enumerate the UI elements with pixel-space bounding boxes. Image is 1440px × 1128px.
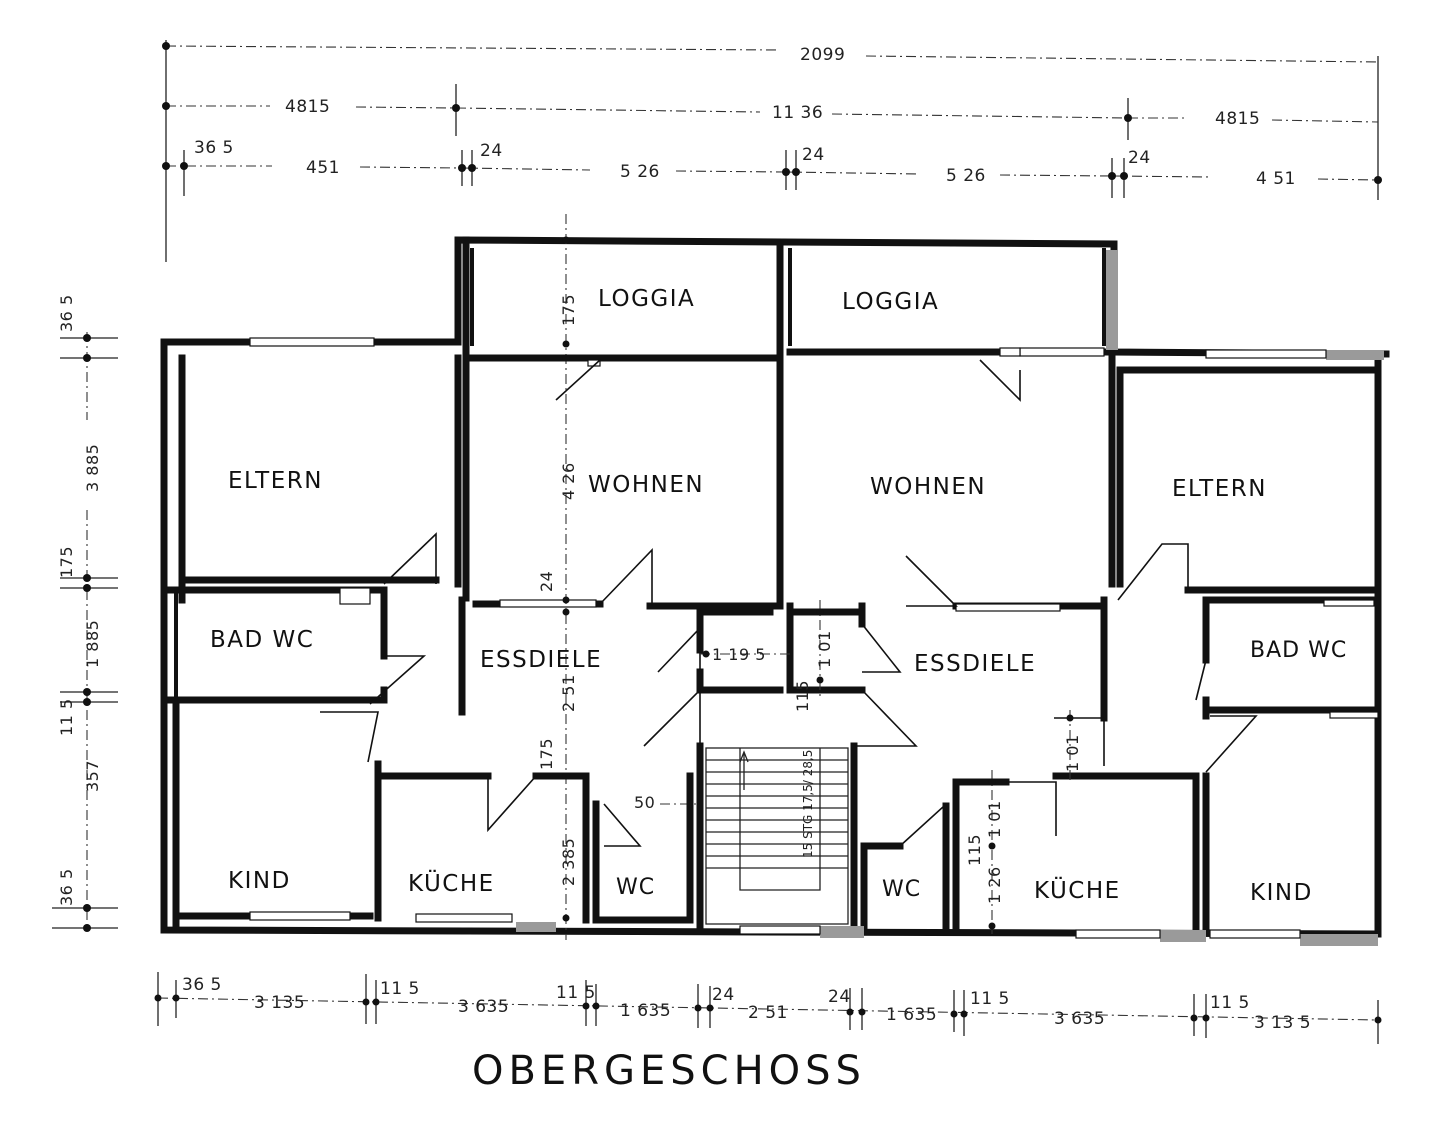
- dim-b-3135-right: 3 13 5: [1254, 1013, 1311, 1033]
- left-dimensions: 36 5 3 885 175 1 885 11 5 357 36 5: [52, 294, 118, 932]
- dim-v-365-bottom: 36 5: [57, 868, 76, 906]
- dim-4815-right: 4815: [1215, 109, 1260, 129]
- dim-b-115-d: 11 5: [1210, 993, 1250, 1013]
- dim-b-1635-right: 1 635: [886, 1005, 937, 1025]
- dim-v-115: 11 5: [57, 698, 76, 736]
- dim-overall: 2099: [800, 45, 845, 65]
- dim-kitchen-depth: 2 385: [559, 838, 578, 886]
- dim-hall-115: 115: [793, 680, 812, 712]
- dim-526-left: 5 26: [620, 162, 660, 182]
- room-loggia-right: LOGGIA: [842, 289, 939, 315]
- dim-stair-50: 50: [634, 793, 655, 812]
- stairs: 15 STG 17,5/ 28,5: [705, 747, 849, 925]
- room-bad-left: BAD WC: [210, 627, 314, 653]
- room-wohnen-right: WOHNEN: [870, 474, 986, 500]
- dim-b-24-b: 24: [828, 987, 851, 1007]
- room-kueche-left: KÜCHE: [408, 869, 495, 897]
- stair-steps-label: 15 STG 17,5/ 28,5: [801, 750, 815, 858]
- room-eltern-right: ELTERN: [1172, 476, 1267, 502]
- dim-b-115-c: 11 5: [970, 989, 1010, 1009]
- room-wc-left: WC: [616, 875, 655, 900]
- dim-b-251: 2 51: [748, 1003, 788, 1023]
- dim-365-top: 36 5: [194, 138, 234, 158]
- doors: [320, 359, 1258, 847]
- dim-24-c: 24: [1128, 148, 1151, 168]
- dim-b-1635-left: 1 635: [620, 1001, 671, 1021]
- room-kind-right: KIND: [1250, 880, 1313, 906]
- dim-right-101: 1 01: [1063, 734, 1082, 772]
- dim-hall-width: 1 19 5: [712, 645, 766, 664]
- plan-title: OBERGESCHOSS: [472, 1048, 866, 1094]
- dim-4815-left: 4815: [285, 97, 330, 117]
- room-labels: LOGGIA LOGGIA ELTERN WOHNEN WOHNEN ELTER…: [210, 286, 1347, 906]
- dim-right-101b: 1 01: [985, 800, 1004, 838]
- dim-b-365: 36 5: [182, 975, 222, 995]
- dim-wall-24: 24: [537, 571, 556, 592]
- dim-451-left: 451: [306, 158, 340, 178]
- dim-b-3635-right: 3 635: [1054, 1009, 1105, 1029]
- dim-b-24-a: 24: [712, 985, 735, 1005]
- room-wc-right: WC: [882, 877, 921, 902]
- room-bad-right: BAD WC: [1250, 638, 1347, 663]
- dim-1136: 11 36: [772, 103, 823, 123]
- dim-v-175: 175: [57, 546, 76, 578]
- room-essdiele-left: ESSDIELE: [480, 647, 602, 673]
- dim-wohnen-depth: 4 26: [559, 462, 578, 500]
- dim-24-a: 24: [480, 141, 503, 161]
- room-kueche-right: KÜCHE: [1034, 876, 1121, 904]
- wall-infills: [516, 250, 1384, 946]
- interior-dimensions: 175 4 26 24 2 51 175 2 385 1 19 5 1 01 1…: [537, 214, 1082, 940]
- dim-451-right: 4 51: [1256, 169, 1296, 189]
- dim-v-3885: 3 885: [83, 444, 102, 492]
- bottom-dimensions: 36 5 3 135 11 5 3 635 11 5 1 635 24 2 51…: [154, 972, 1382, 1044]
- room-kind-left: KIND: [228, 868, 291, 894]
- dim-hall-101: 1 01: [815, 630, 834, 668]
- dim-24-b: 24: [802, 145, 825, 165]
- dim-v-357: 357: [83, 760, 102, 792]
- dim-right-115: 115: [965, 834, 984, 866]
- dim-loggia-depth: 175: [559, 294, 578, 326]
- dim-b-3135-left: 3 135: [254, 993, 305, 1013]
- dim-right-126: 1 26: [985, 866, 1004, 904]
- dim-b-115-a: 11 5: [380, 979, 420, 999]
- dim-b-3635-left: 3 635: [458, 997, 509, 1017]
- dim-v-1885: 1 885: [83, 620, 102, 668]
- dim-526-right: 5 26: [946, 166, 986, 186]
- room-loggia-left: LOGGIA: [598, 286, 695, 312]
- windows: [249, 337, 1379, 939]
- dim-kitchen-175: 175: [537, 738, 556, 770]
- dim-essdiele-depth: 2 51: [559, 674, 578, 712]
- dim-b-115-b: 11 5: [556, 983, 596, 1003]
- room-eltern-left: ELTERN: [228, 468, 323, 494]
- room-wohnen-left: WOHNEN: [588, 472, 704, 498]
- dim-v-365-top: 36 5: [57, 294, 76, 332]
- room-essdiele-right: ESSDIELE: [914, 651, 1036, 677]
- walls: [160, 236, 1390, 938]
- top-dimensions: 2099 4815 11 36 4815: [162, 40, 1382, 262]
